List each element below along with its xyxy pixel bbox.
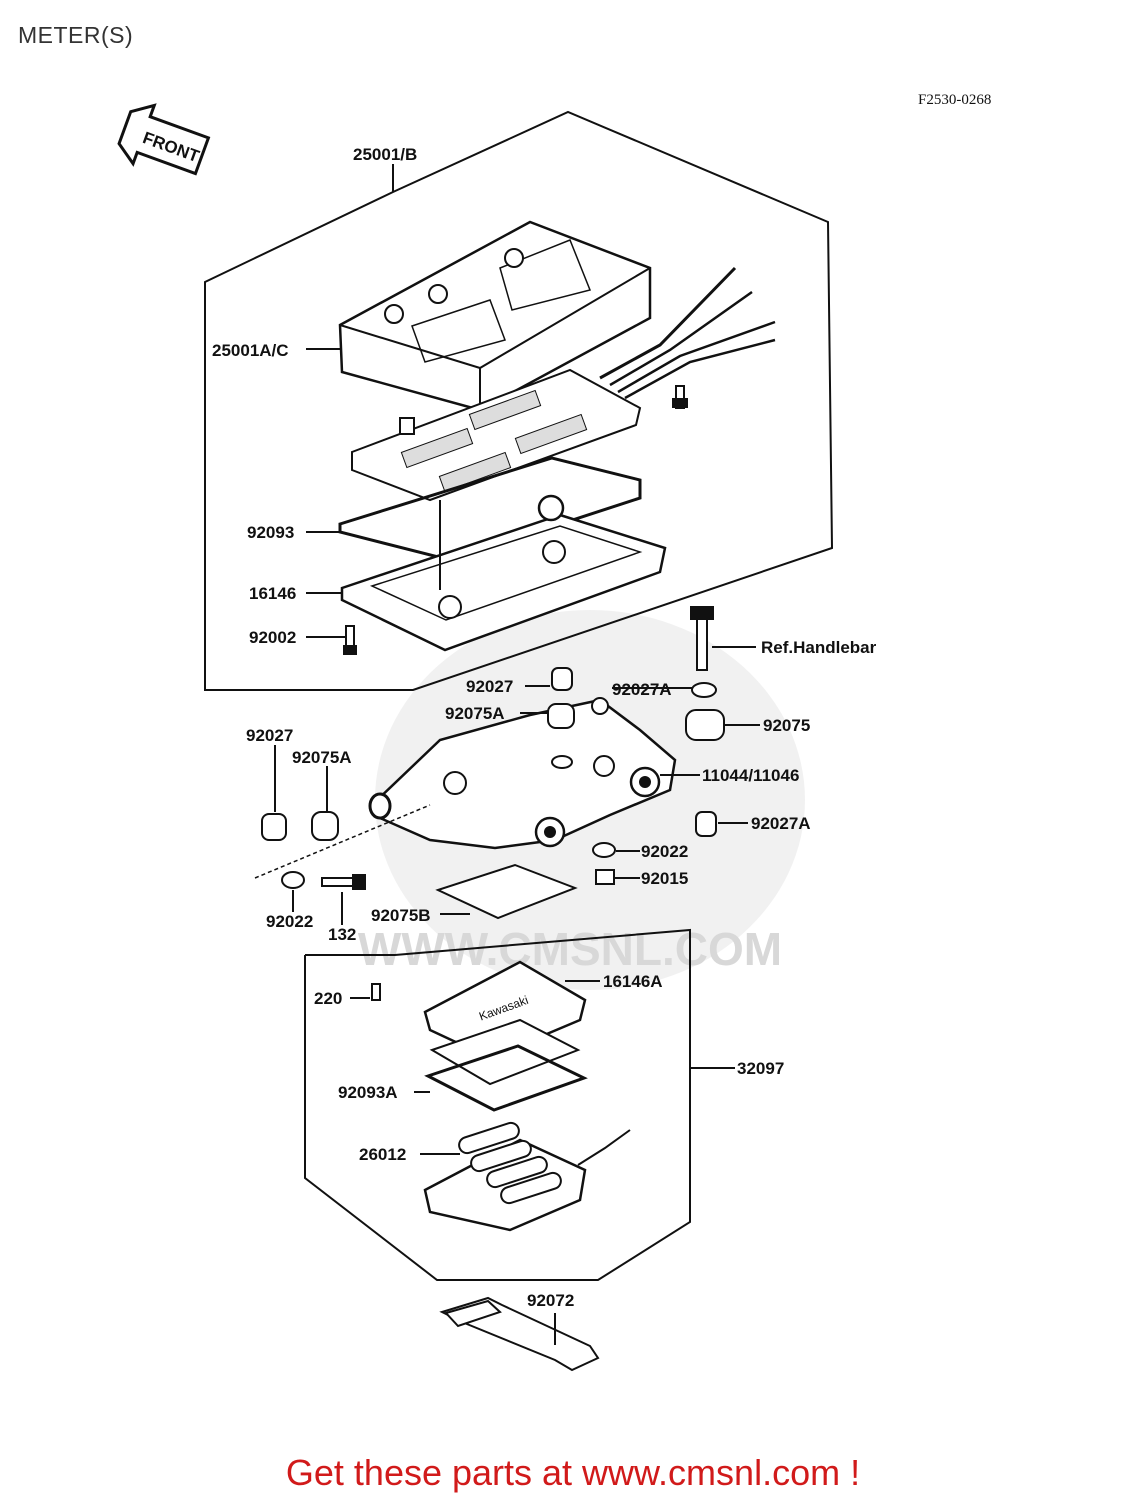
diagram-code: F2530-0268 [918,92,991,108]
circuit-plate [351,368,642,502]
exploded-parts-diagram: WWW.CMSNL.COM F2530-0268 FRONT [117,92,991,1372]
label-25001ac: 25001A/C [212,341,289,360]
watermark-text: WWW.CMSNL.COM [358,923,782,975]
gasket-plate [429,1018,581,1086]
leader-lines [274,164,760,1345]
label-92027a-top: 92027A [612,680,672,699]
gasket-92093a [424,1044,588,1112]
label-16146a: 16146A [603,972,663,991]
front-arrow-icon: FRONT [117,103,211,176]
label-92093: 92093 [247,523,294,542]
label-92075b: 92075B [371,906,431,925]
label-25001b: 25001/B [353,145,417,164]
screw-icon [672,385,688,409]
label-92027a-right: 92027A [751,814,811,833]
label-220: 220 [314,989,342,1008]
label-92022-right: 92022 [641,842,688,861]
label-92027-left: 92027 [246,726,293,745]
battery-assembly-outline [304,928,691,1281]
meter-case-16146 [340,494,667,652]
label-32097: 32097 [737,1059,784,1078]
strap-92072 [439,1296,600,1372]
batteries-26012 [423,1121,631,1232]
label-92075a-top: 92075A [445,704,505,723]
label-16146: 16146 [249,584,296,603]
footer-link[interactable]: Get these parts at www.cmsnl.com ! [285,1452,861,1493]
meter-housing [338,220,776,412]
label-132: 132 [328,925,356,944]
label-92002: 92002 [249,628,296,647]
label-26012: 26012 [359,1145,406,1164]
label-92093a: 92093A [338,1083,398,1102]
label-92075a-left: 92075A [292,748,352,767]
bolt-92002-icon [343,625,357,655]
bracket-11044 [254,697,677,879]
label-92075: 92075 [763,716,810,735]
label-92072: 92072 [527,1291,574,1310]
page-title: METER(S) [18,22,134,48]
label-11044: 11044/11046 [702,766,799,785]
label-92027-top: 92027 [466,677,513,696]
part-labels: 25001/B 25001A/C 92093 16146 92002 Ref.H… [212,145,877,1310]
label-92022-left: 92022 [266,912,313,931]
label-ref-handlebar: Ref.Handlebar [761,638,877,657]
label-92015: 92015 [641,869,688,888]
meter-assembly-outline [204,110,834,691]
damper-parts [261,606,725,920]
